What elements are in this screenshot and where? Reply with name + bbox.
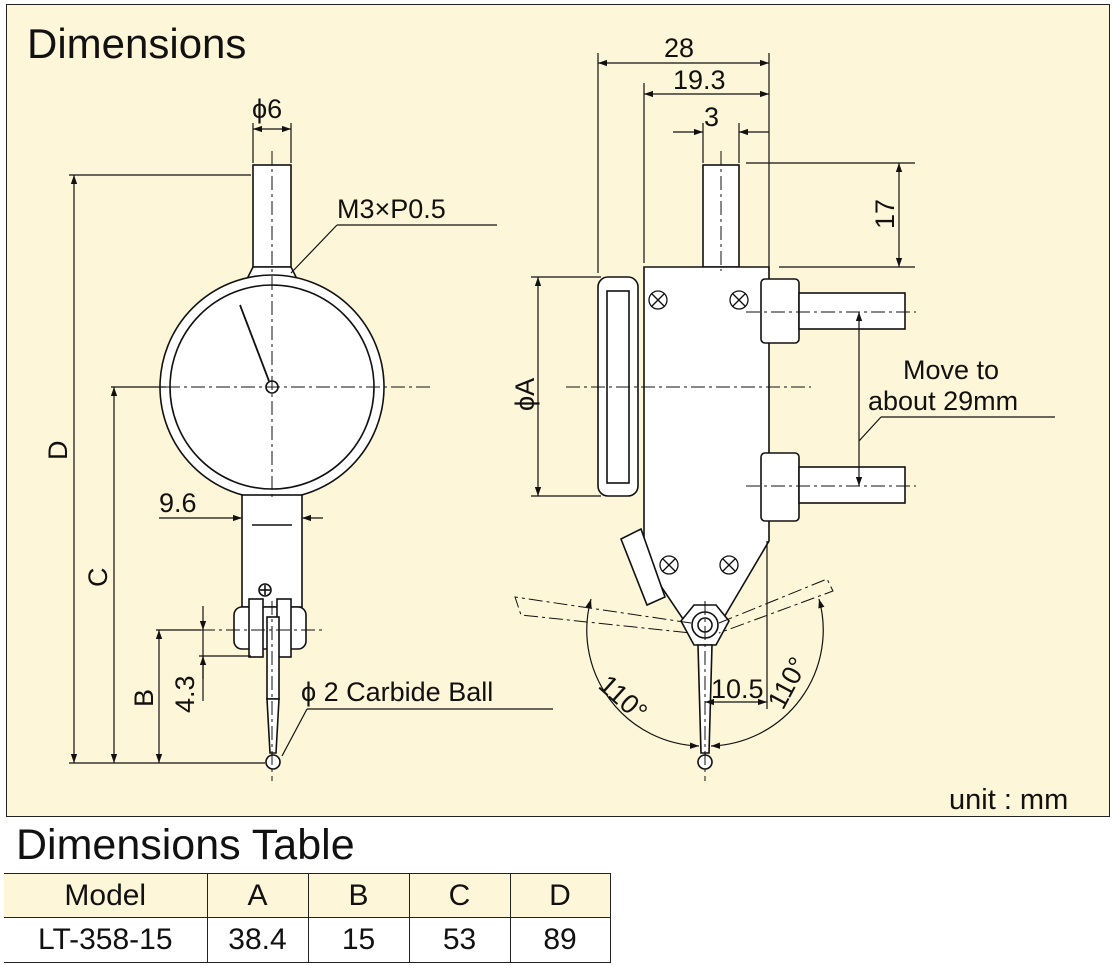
dimension-drawing: Dimensions ϕ6 M3×P0.5 9.6 ϕ 2 Carbide Ba…: [27, 20, 1068, 816]
stem-diameter-label: ϕ6: [252, 94, 282, 124]
upper-pin-housing: [760, 278, 800, 344]
clamp-left: [248, 598, 264, 658]
angle-right-label: 110°: [762, 652, 814, 714]
lower-pin-housing: [760, 452, 800, 522]
header-b: B: [307, 873, 409, 918]
cell-d: 89: [509, 917, 611, 963]
dim-c-label: C: [83, 568, 113, 588]
upper-pin: [798, 292, 906, 330]
cell-a: 38.4: [206, 917, 308, 963]
body-screws: [648, 290, 749, 575]
header-c: C: [408, 873, 510, 918]
cell-model: LT-358-15: [4, 917, 207, 963]
dial-pointer: [239, 304, 270, 382]
offset-label: 4.3: [170, 675, 200, 713]
dim-19-3-label: 19.3: [673, 65, 726, 95]
thread-label: M3×P0.5: [337, 194, 446, 224]
stylus-tip-label: ϕ 2 Carbide Ball: [301, 677, 493, 707]
cell-b: 15: [307, 917, 409, 963]
header-model: Model: [4, 873, 207, 918]
dim-28-label: 28: [664, 33, 694, 63]
carbide-ball: [265, 754, 281, 770]
dim-3-label: 3: [704, 102, 719, 132]
lower-bracket: [241, 494, 303, 608]
left-lug: [619, 527, 667, 607]
dim-d-label: D: [43, 441, 73, 461]
table-row: LT-358-15 38.4 15 53 89: [4, 917, 611, 963]
stylus-taper: [266, 698, 280, 754]
header-a: A: [206, 873, 308, 918]
dimensions-drawing-panel: Dimensions ϕ6 M3×P0.5 9.6 ϕ 2 Carbide Ba…: [6, 4, 1110, 817]
move-note-line2: about 29mm: [868, 386, 1018, 416]
stylus-arm: [266, 616, 280, 700]
lower-pin: [798, 466, 906, 504]
dim-a-label: ϕA: [510, 378, 540, 411]
header-d: D: [509, 873, 611, 918]
drawing-title: Dimensions: [27, 20, 246, 67]
dim-b-label: B: [129, 689, 159, 707]
dim-17-label: 17: [870, 199, 900, 229]
dim-10-5-label: 10.5: [711, 674, 764, 704]
width-label: 9.6: [159, 488, 197, 518]
table-title: Dimensions Table: [16, 821, 355, 869]
move-note-line1: Move to: [903, 355, 999, 385]
dimensions-table: Model A B C D LT-358-15 38.4 15 53 89: [4, 873, 611, 963]
angle-left-label: 110°: [593, 669, 653, 727]
table-header-row: Model A B C D: [4, 873, 611, 918]
unit-note: unit : mm: [949, 784, 1068, 816]
cell-c: 53: [408, 917, 510, 963]
